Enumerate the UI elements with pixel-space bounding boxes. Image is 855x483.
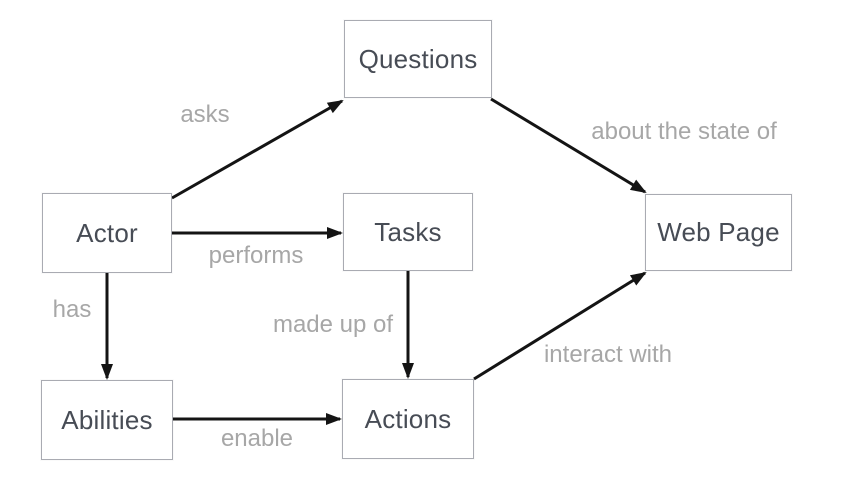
edge-label-abilities-to-actions: enable bbox=[220, 425, 294, 452]
edges-group bbox=[101, 97, 647, 425]
node-label-abilities: Abilities bbox=[61, 404, 153, 435]
edge-label-actions-to-web-page: interact with bbox=[543, 341, 673, 368]
edge-questions-to-web-page bbox=[490, 97, 647, 194]
node-tasks: Tasks bbox=[343, 193, 473, 271]
node-web-page: Web Page bbox=[645, 194, 792, 271]
node-label-questions: Questions bbox=[358, 43, 478, 74]
node-label-actions: Actions bbox=[364, 403, 452, 434]
node-label-web-page: Web Page bbox=[657, 217, 780, 247]
node-questions: Questions bbox=[344, 20, 492, 98]
edge-actions-to-web-page bbox=[473, 271, 647, 381]
node-actions: Actions bbox=[342, 379, 474, 459]
edge-label-actor-to-tasks: performs bbox=[208, 242, 304, 269]
node-actor: Actor bbox=[42, 193, 172, 273]
edge-label-questions-to-web-page: about the state of bbox=[591, 118, 777, 145]
edge-label-actor-to-abilities: has bbox=[52, 296, 92, 323]
edge-label-tasks-to-actions: made up of bbox=[272, 311, 394, 338]
node-label-tasks: Tasks bbox=[374, 216, 442, 247]
node-abilities: Abilities bbox=[41, 380, 173, 460]
edge-label-actor-to-questions: asks bbox=[180, 101, 230, 128]
node-label-actor: Actor bbox=[76, 217, 138, 248]
edge-actor-to-questions bbox=[171, 99, 344, 200]
